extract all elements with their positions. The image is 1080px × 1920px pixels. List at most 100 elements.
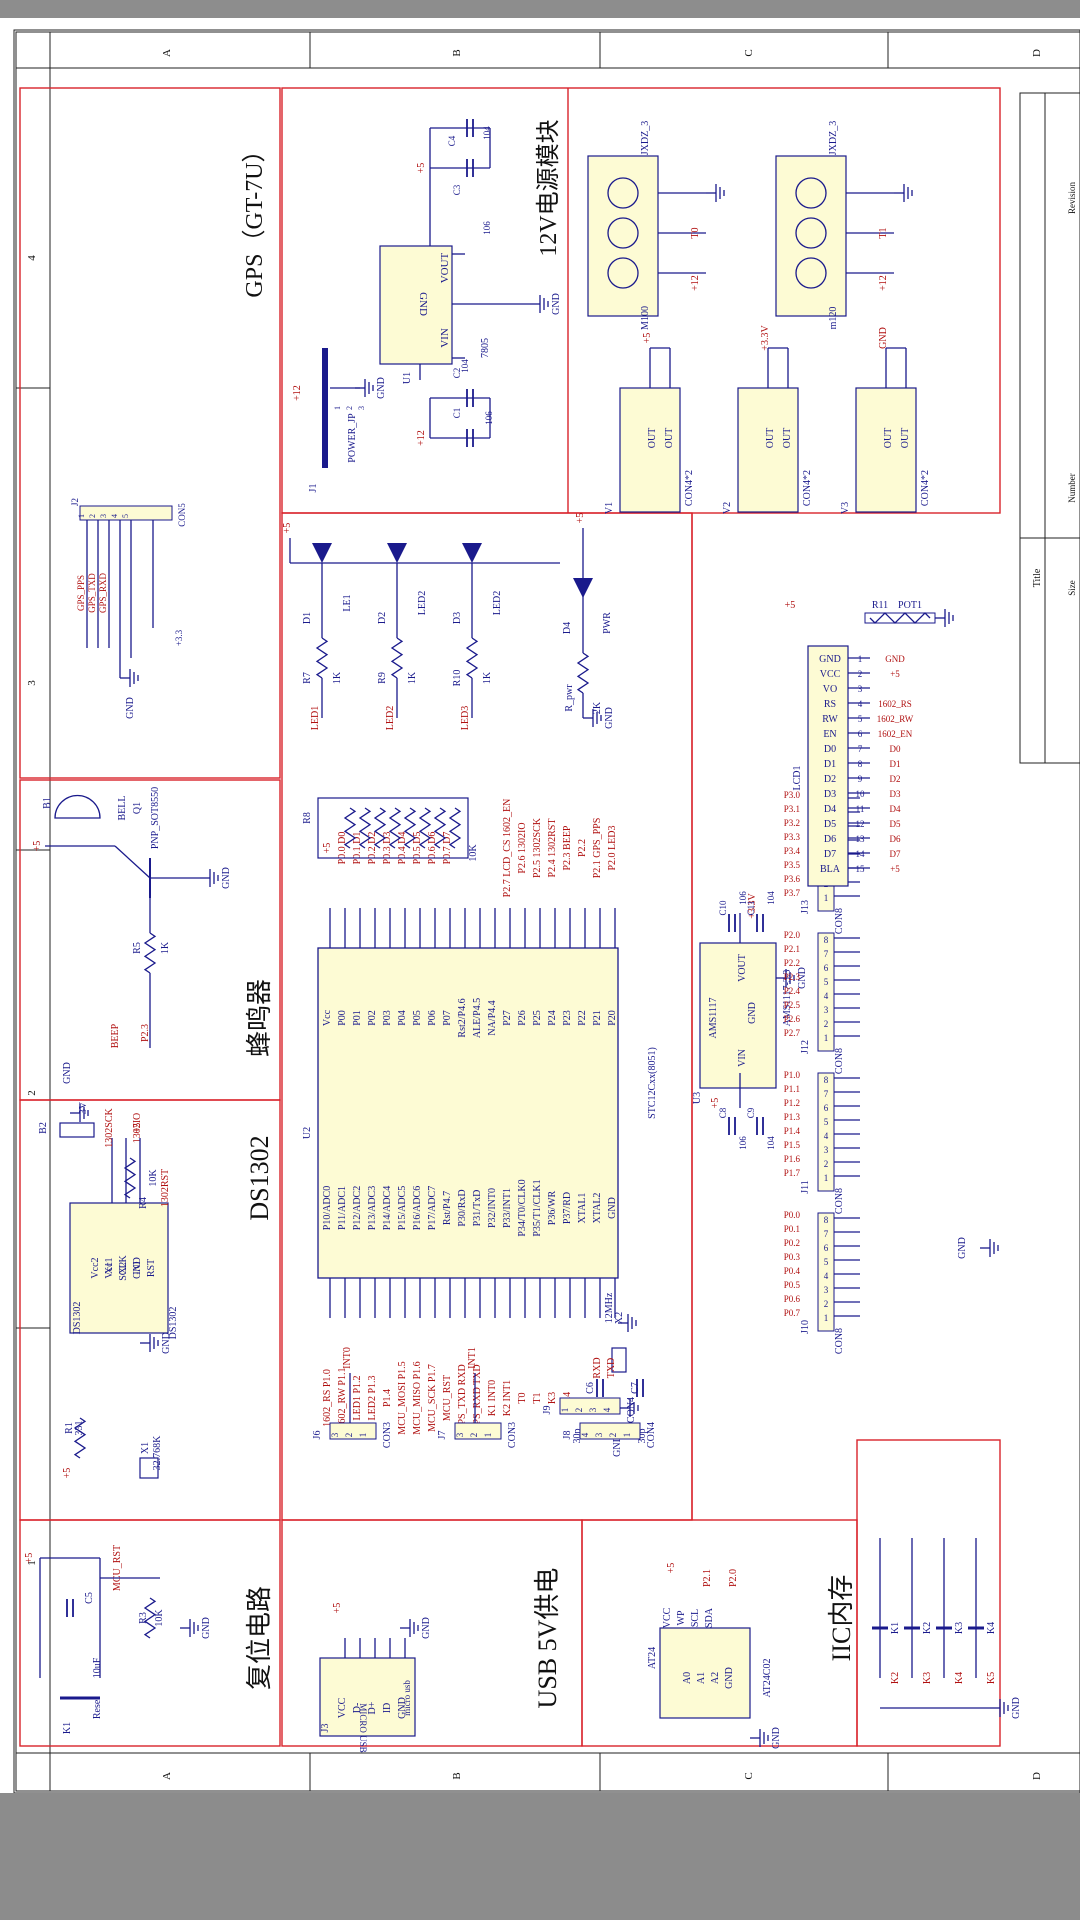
port-net: P0.3 [784, 1252, 801, 1262]
mcu-left-net: P1.4 [382, 1389, 393, 1407]
header-ref: J8 [562, 1431, 573, 1440]
ds1302-pin: X2 [118, 1262, 129, 1274]
ldo-cap-value: 104 [766, 1136, 776, 1150]
port-pin: 7 [824, 949, 829, 959]
key-pin: K3 [922, 1672, 933, 1684]
pin-header [329, 1422, 377, 1440]
terminal-ref: m120 [828, 307, 839, 330]
c4-ref: C4 [447, 135, 457, 146]
out-connector [619, 387, 681, 513]
border-letter: D [1031, 1772, 1043, 1780]
r8-ref: R8 [302, 812, 313, 824]
header-pin: 1 [483, 1433, 493, 1438]
window-top-bar [0, 0, 1080, 18]
pwr-power: +5 [575, 513, 586, 524]
header-pin: 4 [580, 1432, 590, 1437]
pot-value: POT1 [898, 600, 922, 611]
mcu-right-net: P2.3 BEEP [562, 825, 573, 870]
crystal-x2-freq: 12MHz [604, 1292, 615, 1323]
gps-pin: 5 [121, 514, 130, 518]
out-net: GND [878, 327, 889, 349]
mcu-left-pin: P13/ADC3 [367, 1186, 378, 1230]
lcd-ref: LCD1 [792, 766, 803, 791]
window-bottom-area [0, 1793, 1080, 1920]
ldo-u3 [699, 942, 777, 1089]
terminal-ref: M100 [640, 306, 651, 330]
c4-value: 104 [482, 126, 492, 140]
header-pin: 2 [344, 1433, 354, 1438]
c5-ref: C5 [84, 1592, 95, 1604]
ldo-cap-value: 106 [738, 891, 748, 905]
port-pin: 5 [824, 1117, 829, 1127]
port-ref: J12 [800, 1040, 811, 1054]
transistor-ref: Q1 [132, 802, 143, 814]
mcu-right-pin: P04 [397, 1010, 408, 1026]
out-pin-label: OUT [900, 428, 911, 449]
reset-key-ref: K1 [62, 1722, 73, 1734]
port-net: P1.0 [784, 1070, 801, 1080]
border-letter: C [743, 49, 755, 56]
port-pin: 8 [824, 1215, 829, 1225]
port-net: P2.5 [784, 1000, 801, 1010]
port-pin: 5 [824, 1257, 829, 1267]
key-ref: K2 [922, 1622, 933, 1634]
out-part: CON4*2 [920, 470, 931, 506]
port-part: CON8 [834, 1188, 845, 1214]
mcu-left-net: K1 INT0 [487, 1380, 498, 1416]
led-ref: D2 [377, 612, 388, 624]
border-letter: D [1031, 49, 1043, 57]
mcu-left-pin: P37/RD [562, 1192, 573, 1224]
lcd-net: D1 [890, 759, 901, 769]
mcu-left-net: MCU_MOSI P1.5 [397, 1361, 408, 1434]
lcd-pin: RW [822, 714, 838, 725]
mcu-right-net: P2.6 1302IO [517, 822, 528, 873]
led-ref: D3 [452, 612, 463, 624]
usb-connector [319, 1657, 416, 1737]
u1-part: 7805 [480, 338, 491, 358]
port-pin: 8 [824, 1075, 829, 1085]
lcd-pin: RS [824, 699, 836, 710]
mcu-left-net: K2 INT1 [502, 1380, 513, 1416]
port-part: CON8 [834, 1048, 845, 1074]
mcu-right-pin: P05 [412, 1010, 423, 1026]
net-5v: +5 [416, 163, 427, 174]
gps-ref: J2 [70, 498, 80, 506]
resistor-network-element [358, 807, 372, 849]
eeprom-net: P2.0 [728, 1569, 739, 1587]
terminal-screw [795, 177, 827, 209]
border-letter: A [161, 1772, 173, 1780]
eeprom-pin: VCC [662, 1607, 673, 1628]
header-net: INT0 [342, 1347, 353, 1369]
lcd-net: +5 [890, 669, 900, 679]
mcu-left-pin: P16/ADC6 [412, 1186, 423, 1230]
port-net: P0.0 [784, 1210, 801, 1220]
key-pin: K5 [986, 1672, 997, 1684]
section-title-gps: GPS（GT-7U） [242, 138, 268, 297]
terminal-screw [607, 257, 639, 289]
lcd-pin: D7 [824, 849, 836, 860]
pot-power: +5 [785, 600, 796, 611]
lcd-net: GND [885, 654, 905, 664]
led-resistor [390, 637, 404, 679]
port-net: P3.7 [784, 888, 801, 898]
reset-res-value: 10K [154, 1609, 165, 1627]
section-title-power12v: 12V电源模块 [535, 119, 562, 256]
header-part: CON4 [646, 1422, 657, 1448]
gnd-label: GND [421, 1617, 432, 1639]
ds1302-pin: I/O [132, 1261, 143, 1274]
transistor-part: PNP_SOT8550 [150, 787, 161, 849]
port-net: P2.4 [784, 986, 801, 996]
lcd-pin-num: 14 [856, 849, 866, 859]
terminal-label: JXDZ_3 [640, 121, 651, 155]
out-net: +3.3V [760, 325, 771, 351]
port-header [817, 1072, 835, 1192]
ds1302-r1-ref: R1 [64, 1422, 75, 1434]
terminal-block [775, 155, 847, 317]
header-pin: 2 [608, 1433, 618, 1438]
c1-value: 106 [484, 411, 494, 425]
mcu-right-pin: P06 [427, 1010, 438, 1026]
led-net: LED1 [310, 706, 321, 730]
mcu-right-pin: P26 [517, 1010, 528, 1026]
terminal-screw [607, 177, 639, 209]
pot-ref: R11 [872, 600, 888, 611]
